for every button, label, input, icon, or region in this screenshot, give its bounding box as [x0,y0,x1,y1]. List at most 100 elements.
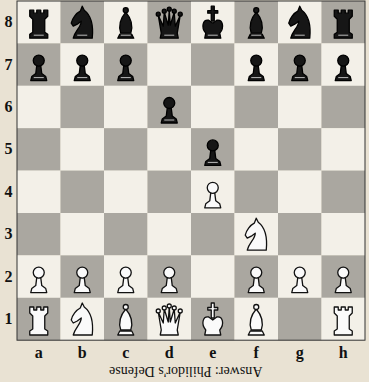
chess-piece [31,55,47,81]
chess-piece [161,267,177,293]
piece-outline [164,267,175,278]
piece-outline [123,8,128,13]
piece-outline [254,305,259,310]
board-square [148,1,192,43]
piece-outline [251,267,262,278]
piece-outline [162,306,166,310]
board-square [235,1,279,43]
board-square [104,1,148,43]
piece-outline [77,267,88,278]
piece-outline [120,55,131,66]
piece-outline [292,66,308,81]
piece-outline [30,307,48,335]
piece-outline [248,331,264,335]
board-square [148,43,192,85]
board-square [17,86,61,128]
chess-piece [248,305,264,336]
board-square [191,43,235,85]
piece-outline [248,278,264,293]
piece-outline [335,66,351,81]
board-square [61,128,105,170]
piece-outline [158,10,180,38]
piece-highlight [208,162,218,163]
board-square [104,86,148,128]
board-square [235,43,279,85]
piece-outline [203,20,223,38]
chess-piece [289,6,310,38]
board-square [17,255,61,297]
board-square [148,213,192,255]
file-label: a [35,344,43,362]
board-square [191,298,235,340]
piece-outline [334,10,352,38]
board-square [148,171,192,213]
piece-outline [120,309,132,330]
chess-piece [335,55,351,81]
piece-outline [118,278,134,293]
piece-highlight [251,77,261,78]
chess-piece [118,305,134,336]
board-square [235,171,279,213]
board-square [322,128,366,170]
piece-outline [251,55,262,66]
chess-piece [205,182,221,208]
rank-label: 1 [5,310,13,328]
board-square [17,298,61,340]
chess-piece [334,307,352,335]
file-label: b [78,344,87,362]
piece-highlight [164,120,174,121]
board-square [322,213,366,255]
piece-outline [205,193,221,208]
board-square [191,213,235,255]
rank-label: 7 [5,56,13,74]
piece-outline [335,278,351,293]
piece-outline [172,306,176,310]
piece-outline [205,150,221,165]
piece-outline [33,55,44,66]
board-square [61,171,105,213]
piece-outline [254,8,259,13]
chess-piece [30,10,48,38]
piece-highlight [121,77,131,78]
piece-outline [178,12,182,16]
piece-outline [120,12,132,33]
piece-outline [207,140,218,151]
piece-highlight [338,77,348,78]
chess-piece [156,7,182,38]
piece-outline [338,55,349,66]
chess-piece [203,6,223,38]
piece-outline [172,9,176,13]
board-square [61,43,105,85]
piece-highlight [77,77,87,78]
piece-outline [74,278,90,293]
piece-outline [161,278,177,293]
chess-piece [245,218,266,250]
board-square [104,213,148,255]
file-label: c [122,344,129,362]
board-square [191,86,235,128]
rank-label: 6 [5,98,13,116]
file-label: h [339,344,348,362]
piece-outline [30,10,48,38]
board-square [104,128,148,170]
piece-highlight [121,35,131,36]
piece-outline [74,66,90,81]
board-square [17,1,61,43]
chess-piece [118,267,134,293]
board-square [191,128,235,170]
board-square [61,298,105,340]
chess-piece [71,6,92,38]
piece-outline [33,267,44,278]
piece-outline [164,98,175,109]
chess-piece [161,98,177,124]
chess-piece [71,303,92,335]
piece-outline [289,6,310,38]
board-square [17,171,61,213]
board-square [104,255,148,297]
board-square [322,43,366,85]
board-square [17,43,61,85]
board-square [61,1,105,43]
rank-label: 3 [5,225,13,243]
board-square [235,128,279,170]
rank-label: 2 [5,268,13,286]
